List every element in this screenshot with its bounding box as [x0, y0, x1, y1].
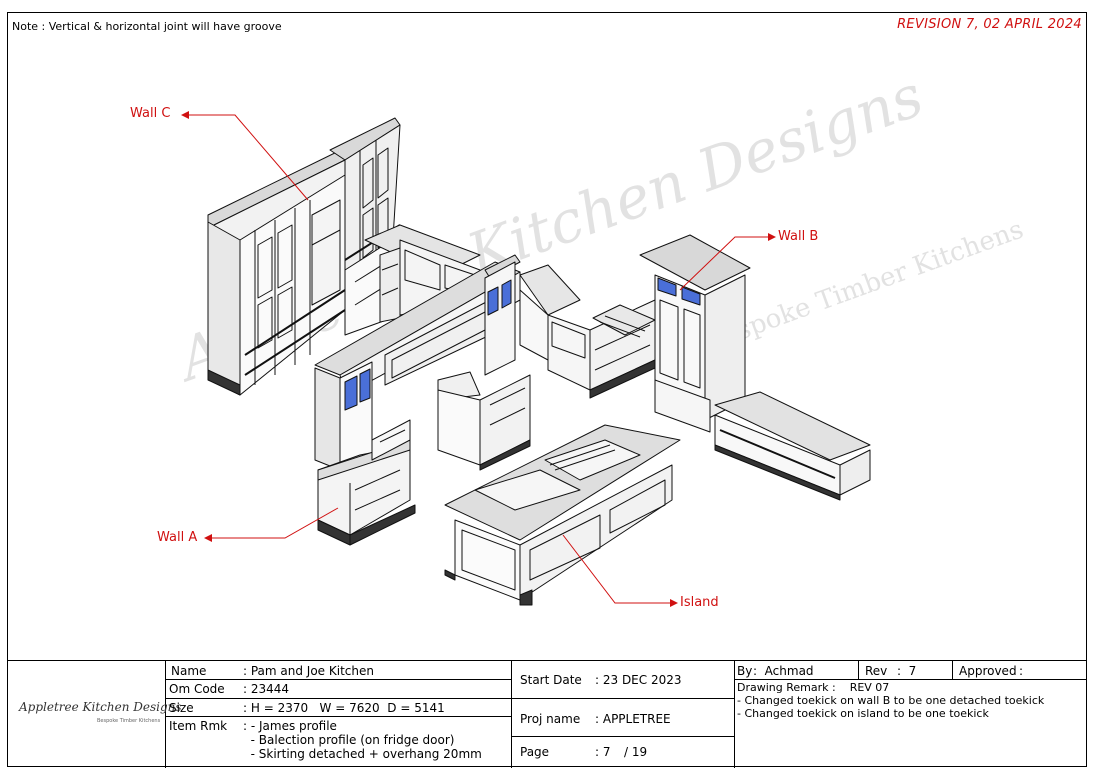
company-logo-text: Appletree Kitchen Designs: [19, 700, 182, 714]
title-block: Appletree Kitchen Designs Bespoke Timber…: [7, 660, 1087, 768]
drawing-remark-2: - Changed toekick on island to be one to…: [737, 707, 989, 720]
revision-label: REVISION 7, 02 APRIL 2024: [897, 17, 1082, 32]
item-rmk-line-2: - Balection profile (on fridge door): [243, 733, 455, 747]
island-cabinets: [444, 424, 681, 606]
island-leader: [562, 534, 678, 607]
item-rmk-label: Item Rmk: [169, 719, 228, 733]
wall-a-cabinets: [314, 254, 531, 546]
company-logo-tagline: Bespoke Timber Kitchens: [97, 718, 161, 724]
om-code-value: : 23444: [243, 682, 290, 696]
page-label: Page: [520, 745, 550, 759]
wall-b-leader: [679, 233, 776, 291]
wall-b-tall-unit: [639, 234, 871, 501]
page-total: / 19: [624, 745, 648, 759]
start-date-value: : 23 DEC 2023: [595, 673, 682, 687]
by-value: : Achmad: [753, 664, 814, 678]
drawing-remark-title: Drawing Remark : REV 07: [737, 681, 890, 694]
page-value: : 7: [595, 745, 611, 759]
rev-value: : 7: [897, 664, 917, 678]
rev-label: Rev: [865, 664, 888, 678]
wall-a-leader: [204, 507, 339, 542]
callout-wall-c: Wall C: [130, 106, 171, 121]
approved-label: Approved: [959, 664, 1017, 678]
drawing-note: Note : Vertical & horizontal joint will …: [12, 20, 282, 33]
kitchen-isometric-drawing: [181, 111, 871, 607]
callout-wall-a: Wall A: [157, 530, 198, 545]
name-label: Name: [171, 664, 207, 678]
name-value: : Pam and Joe Kitchen: [243, 664, 374, 678]
approved-value: :: [1019, 664, 1024, 678]
wall-c-cabinets: [207, 117, 401, 396]
by-label: By: [737, 664, 753, 678]
wall-b-base-run: [519, 264, 656, 399]
om-code-label: Om Code: [169, 682, 225, 696]
proj-name-label: Proj name: [520, 712, 581, 726]
wall-c-leader: [181, 111, 309, 201]
proj-name-value: : APPLETREE: [595, 712, 671, 726]
callout-wall-b: Wall B: [778, 229, 819, 244]
size-label: Size: [169, 701, 194, 715]
callout-island: Island: [680, 595, 719, 610]
drawing-frame: [7, 12, 1087, 767]
start-date-label: Start Date: [520, 673, 582, 687]
size-value: : H = 2370 W = 7620 D = 5141: [243, 701, 445, 715]
drawing-remark-1: - Changed toekick on wall B to be one de…: [737, 694, 1045, 707]
wall-c-base-run: [364, 224, 481, 323]
item-rmk-line-1: : - James profile: [243, 719, 337, 733]
item-rmk-line-3: - Skirting detached + overhang 20mm: [243, 747, 482, 761]
